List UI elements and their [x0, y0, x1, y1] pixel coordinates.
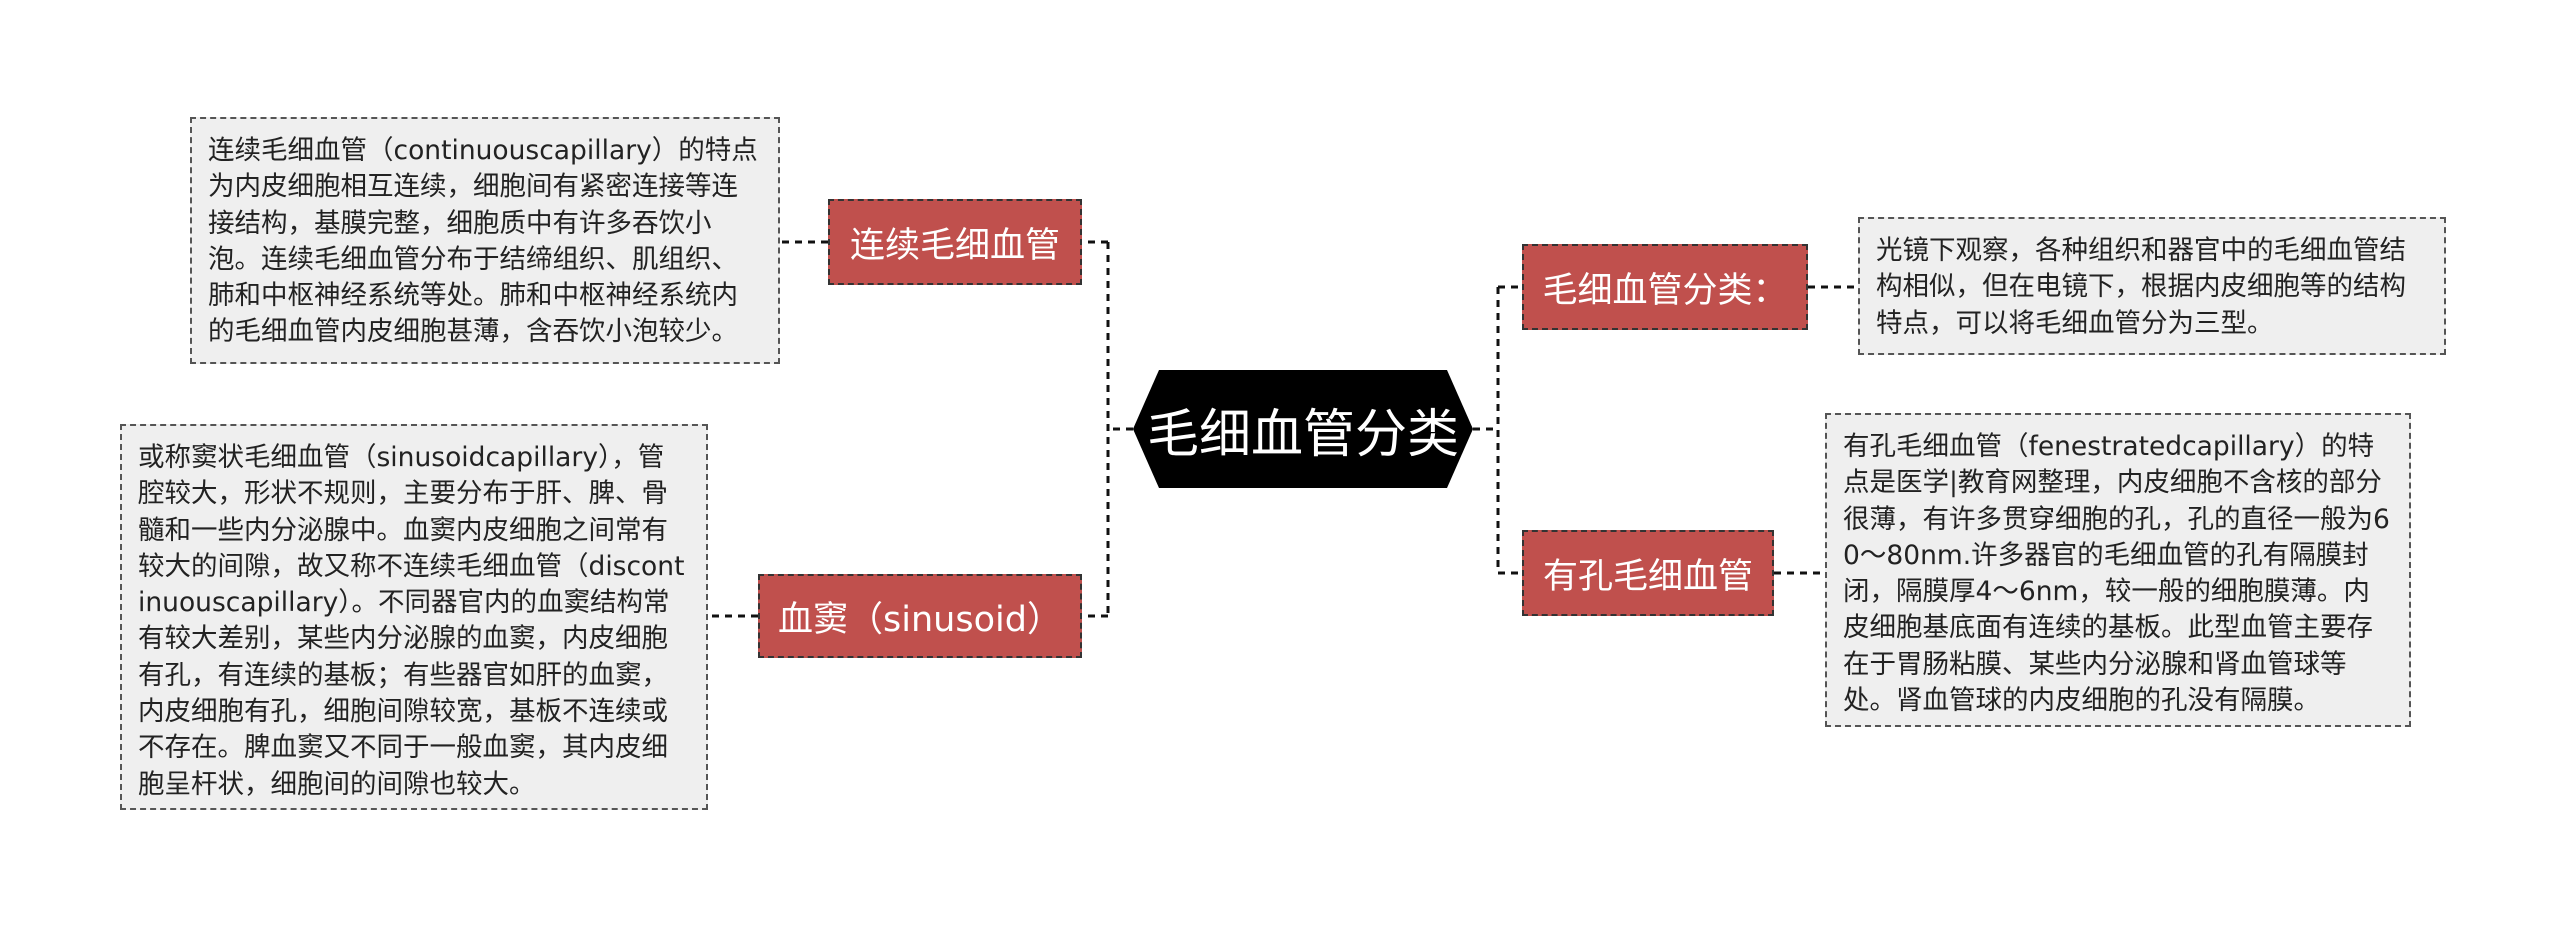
topic-continuous-capillary[interactable]: 连续毛细血管	[828, 199, 1082, 285]
topic-capillary-classification[interactable]: 毛细血管分类：	[1522, 244, 1808, 330]
root-topic[interactable]: 毛细血管分类	[1133, 370, 1473, 488]
topic-sinusoid[interactable]: 血窦（sinusoid）	[758, 574, 1082, 658]
connector-root-right	[1473, 287, 1500, 573]
note-sinusoid: 或称窦状毛细血管（sinusoidcapillary），管腔较大，形状不规则，主…	[120, 424, 708, 810]
connector-root-left	[1106, 242, 1133, 616]
note-fenestrated-capillary: 有孔毛细血管（fenestratedcapillary）的特点是医学|教育网整理…	[1825, 413, 2411, 727]
note-continuous-capillary: 连续毛细血管（continuouscapillary）的特点为内皮细胞相互连续，…	[190, 117, 780, 364]
note-capillary-classification: 光镜下观察，各种组织和器官中的毛细血管结构相似，但在电镜下，根据内皮细胞等的结构…	[1858, 217, 2446, 355]
topic-fenestrated-capillary[interactable]: 有孔毛细血管	[1522, 530, 1774, 616]
